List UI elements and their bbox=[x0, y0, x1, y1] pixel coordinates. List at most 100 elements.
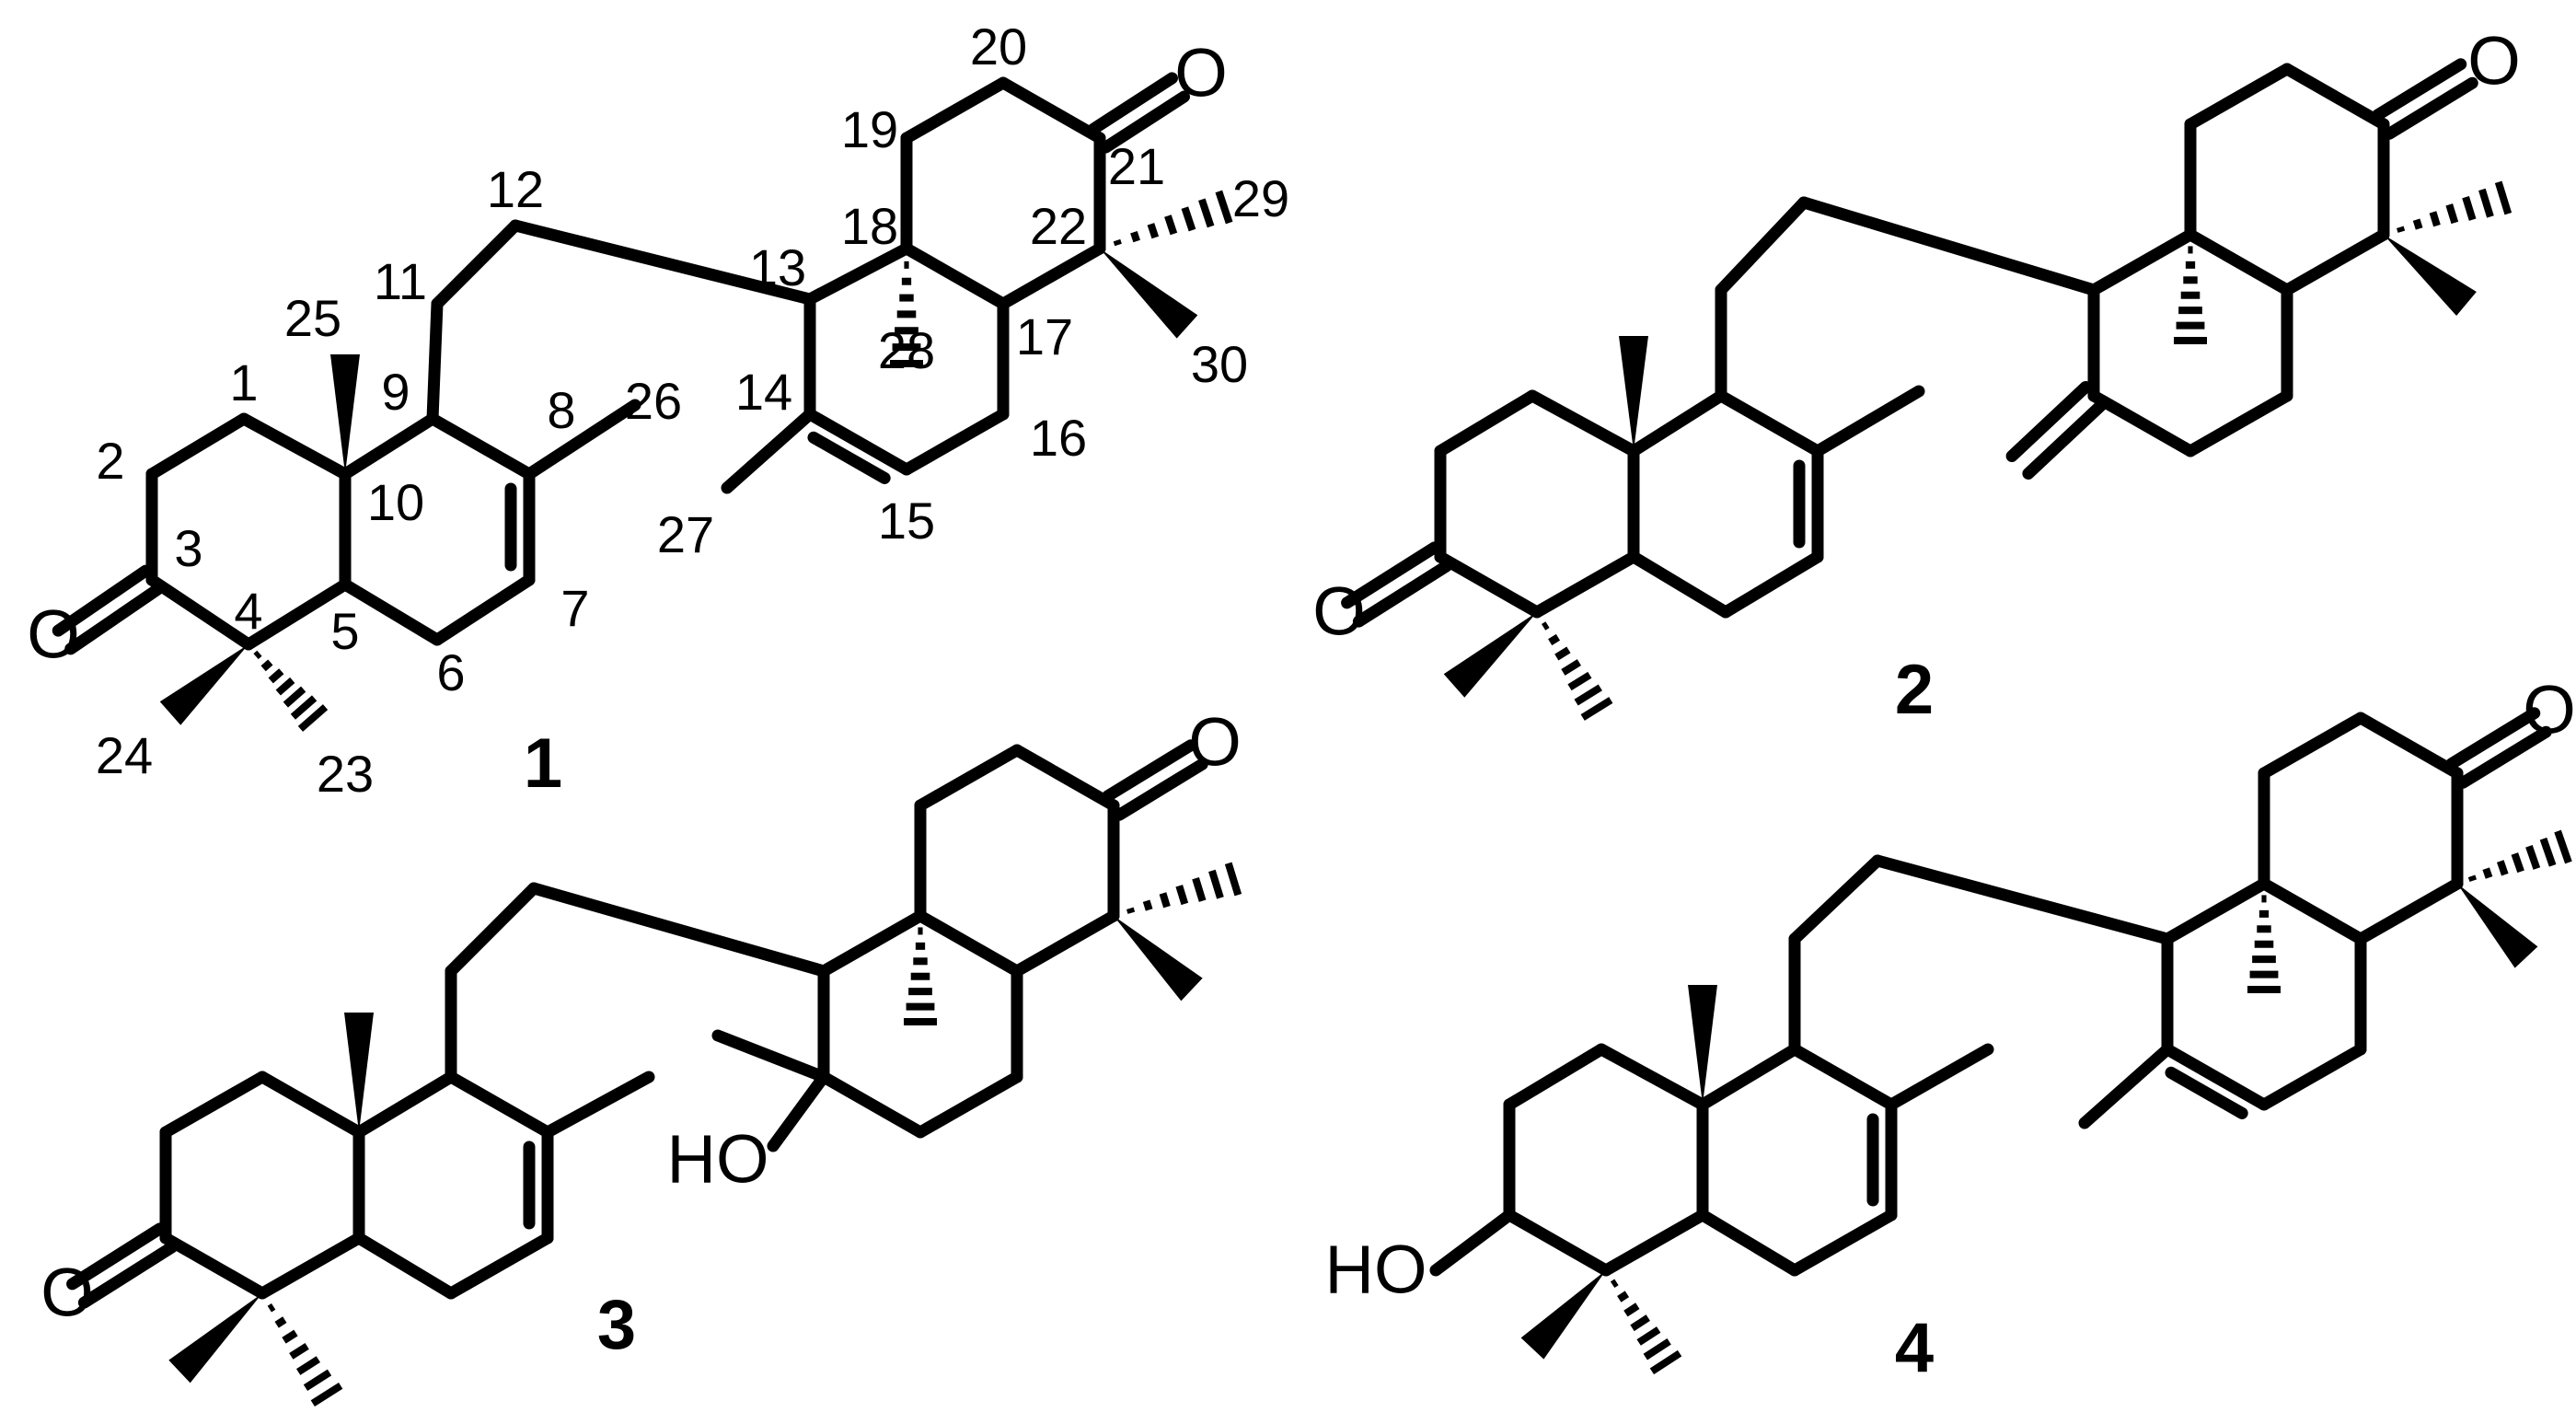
locant-25: 25 bbox=[284, 289, 341, 347]
bond bbox=[2354, 877, 2464, 945]
locant-30: 30 bbox=[1191, 335, 1248, 393]
hash-stroke bbox=[2429, 211, 2441, 227]
bond bbox=[2354, 712, 2464, 780]
hashed-bond bbox=[2467, 829, 2572, 883]
double-bond bbox=[1341, 541, 1441, 609]
bond bbox=[339, 578, 444, 646]
locant-26: 26 bbox=[625, 372, 682, 430]
hashed-bond bbox=[2174, 246, 2207, 344]
double-bond-inner bbox=[807, 431, 891, 484]
hash-stroke bbox=[2496, 860, 2509, 876]
compound-2: OO2 bbox=[1312, 23, 2521, 730]
hash-stroke bbox=[2445, 203, 2459, 225]
hashed-bond bbox=[267, 1302, 343, 1407]
locant-20: 20 bbox=[970, 17, 1027, 75]
double-bond-inner bbox=[2165, 1066, 2248, 1119]
wedge-bond bbox=[2384, 235, 2477, 317]
hash-stroke bbox=[267, 1302, 276, 1313]
bond bbox=[1011, 909, 1120, 978]
bond bbox=[2087, 228, 2197, 296]
bond bbox=[431, 219, 522, 310]
bond bbox=[914, 744, 1023, 812]
bond bbox=[445, 1232, 554, 1300]
bond bbox=[145, 412, 250, 480]
methyl bbox=[541, 1071, 655, 1139]
hash-stroke bbox=[260, 659, 273, 672]
hash-stroke bbox=[274, 1316, 287, 1328]
hash-stroke bbox=[1130, 230, 1140, 243]
hash-stroke bbox=[1159, 892, 1171, 909]
hash-stroke bbox=[2554, 829, 2572, 864]
hashed-bond bbox=[1126, 862, 1242, 914]
compound-number: 3 bbox=[597, 1286, 636, 1364]
locant-5: 5 bbox=[330, 602, 359, 660]
bond bbox=[900, 242, 1010, 310]
hash-stroke bbox=[1548, 633, 1561, 646]
hash-stroke bbox=[268, 668, 284, 684]
wedge-bond bbox=[1100, 249, 1198, 339]
hashed-bond bbox=[1113, 190, 1233, 247]
bond bbox=[2184, 389, 2293, 457]
methyl bbox=[1811, 385, 1925, 457]
bond bbox=[431, 573, 536, 646]
hash-stroke bbox=[1561, 659, 1581, 676]
hash-stroke bbox=[1208, 869, 1224, 899]
bond bbox=[1788, 1209, 1898, 1277]
hash-stroke bbox=[283, 686, 306, 708]
hash-stroke bbox=[1164, 214, 1178, 236]
locant-27: 27 bbox=[657, 505, 714, 563]
hash-stroke bbox=[2396, 226, 2406, 233]
locant-9: 9 bbox=[381, 363, 410, 421]
locant-28: 28 bbox=[878, 321, 935, 379]
locant-3: 3 bbox=[174, 519, 202, 577]
bond bbox=[159, 1071, 269, 1139]
bond bbox=[997, 76, 1106, 145]
oxygen-label: O bbox=[1174, 35, 1228, 111]
bond bbox=[1788, 1043, 1898, 1111]
bond bbox=[2281, 63, 2390, 131]
compound-number: 4 bbox=[1895, 1309, 1934, 1387]
wedge-bond bbox=[1619, 336, 1648, 451]
hash-stroke bbox=[1113, 238, 1122, 247]
hash-stroke bbox=[290, 695, 318, 720]
bond bbox=[900, 408, 1010, 476]
double-bond bbox=[52, 564, 152, 637]
double-bond bbox=[2372, 58, 2467, 122]
double-bond bbox=[803, 408, 913, 476]
double-bond bbox=[2456, 725, 2552, 789]
wedge-bond bbox=[1443, 612, 1537, 698]
oxygen-label: O bbox=[2523, 672, 2576, 748]
methyl bbox=[2078, 1043, 2174, 1129]
bond bbox=[509, 219, 816, 306]
locant-15: 15 bbox=[878, 492, 935, 550]
bond bbox=[527, 882, 830, 978]
locant-19: 19 bbox=[841, 100, 898, 158]
hash-stroke bbox=[2482, 867, 2493, 879]
oxygen-label: O bbox=[2467, 23, 2521, 99]
hash-stroke bbox=[253, 650, 262, 660]
bond bbox=[426, 412, 536, 480]
locant-8: 8 bbox=[547, 381, 575, 439]
hash-stroke bbox=[1541, 621, 1550, 631]
bond bbox=[1503, 1043, 1608, 1111]
locant-16: 16 bbox=[1030, 409, 1087, 467]
bond bbox=[914, 1071, 1023, 1139]
locant-22: 22 bbox=[1030, 197, 1087, 255]
bond bbox=[1011, 744, 1120, 812]
locant-23: 23 bbox=[317, 745, 374, 803]
locant-24: 24 bbox=[96, 726, 153, 784]
double-bond bbox=[64, 583, 165, 655]
bond bbox=[445, 1071, 554, 1139]
bond bbox=[1600, 1209, 1709, 1277]
hashed-bond bbox=[890, 260, 923, 367]
bond bbox=[817, 909, 927, 978]
hash-stroke bbox=[2467, 874, 2478, 883]
hash-stroke bbox=[296, 1356, 320, 1375]
double-bond bbox=[1113, 758, 1208, 821]
bond bbox=[242, 578, 352, 651]
hash-stroke bbox=[282, 1329, 298, 1344]
wedge-bond bbox=[1688, 985, 1717, 1105]
bond bbox=[914, 909, 1023, 978]
